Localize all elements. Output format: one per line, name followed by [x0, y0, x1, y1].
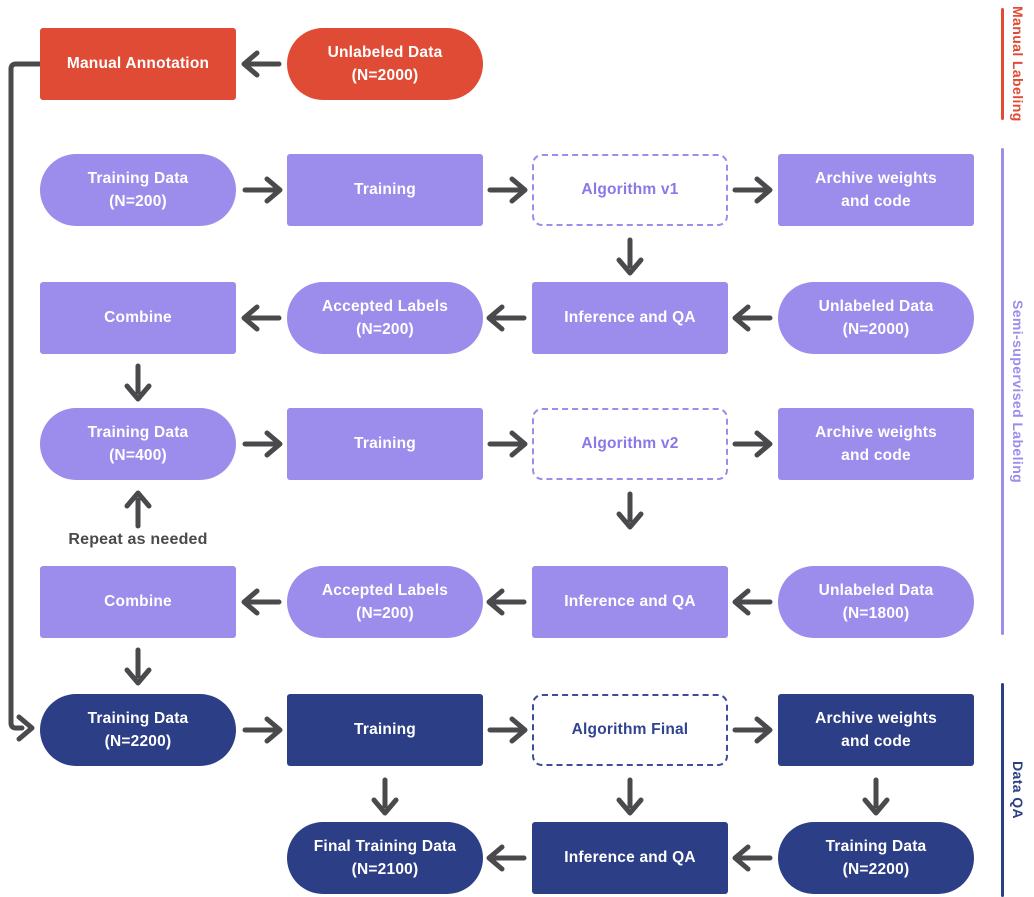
- section-label-semi-supervised: Semi-supervised Labeling: [1010, 299, 1026, 484]
- arrow-left-accepted-to-combine-icon: [241, 304, 282, 332]
- node-unlabeled-data-2000-manual: Unlabeled Data (N=2000): [287, 28, 483, 100]
- node-algorithm-v1: Algorithm v1: [532, 154, 728, 226]
- arrow-down-training-to-finaltraining-icon: [371, 777, 399, 816]
- arrow-down-combine-to-training400-icon: [124, 363, 152, 402]
- node-combine-2: Combine: [40, 566, 236, 638]
- node-manual-annotation: Manual Annotation: [40, 28, 236, 100]
- arrow-down-combine-to-training2200-icon: [124, 647, 152, 686]
- section-label-data-qa: Data QA: [1010, 760, 1026, 820]
- node-inference-qa-1: Inference and QA: [532, 282, 728, 354]
- section-label-manual-labeling: Manual Labeling: [1010, 6, 1026, 122]
- arrow-up-repeat-to-training400-icon: [124, 490, 152, 529]
- node-unlabeled-data-2000-semi: Unlabeled Data (N=2000): [778, 282, 974, 354]
- arrow-right-algofinal-to-archive-icon: [732, 716, 773, 744]
- node-inference-qa-2: Inference and QA: [532, 566, 728, 638]
- node-archive-weights-v1: Archive weights and code: [778, 154, 974, 226]
- arrow-left-unlabeled2000-to-inference-icon: [732, 304, 773, 332]
- node-training-data-400: Training Data (N=400): [40, 408, 236, 480]
- node-inference-qa-final: Inference and QA: [532, 822, 728, 894]
- arrow-right-training-to-algov1-icon: [487, 176, 528, 204]
- section-line-semi: [1001, 148, 1004, 635]
- node-combine-1: Combine: [40, 282, 236, 354]
- arrow-right-training200-to-training-icon: [242, 176, 283, 204]
- arrow-right-algov2-to-archive-icon: [732, 430, 773, 458]
- arrow-right-algov1-to-archive-icon: [732, 176, 773, 204]
- node-training-v1: Training: [287, 154, 483, 226]
- arrow-right-training-to-algofinal-icon: [487, 716, 528, 744]
- node-training-data-2200-qa: Training Data (N=2200): [778, 822, 974, 894]
- arrow-loop-manual-to-training2200-icon: [8, 61, 43, 742]
- node-accepted-labels-200-2: Accepted Labels (N=200): [287, 566, 483, 638]
- arrow-left-inference-to-accepted2-icon: [486, 588, 527, 616]
- arrow-left-inference-to-finaltraining-icon: [486, 844, 527, 872]
- section-data-qa: Data QA: [999, 683, 1034, 897]
- arrow-down-algov1-to-inference-icon: [616, 237, 644, 276]
- node-training-data-2200: Training Data (N=2200): [40, 694, 236, 766]
- node-unlabeled-data-1800: Unlabeled Data (N=1800): [778, 566, 974, 638]
- arrow-left-unlabeled1800-to-inference-icon: [732, 588, 773, 616]
- arrow-right-training-to-algov2-icon: [487, 430, 528, 458]
- node-final-training-data-2100: Final Training Data (N=2100): [287, 822, 483, 894]
- arrow-right-training2200-to-training-icon: [242, 716, 283, 744]
- section-line-qa: [1001, 683, 1004, 897]
- node-archive-weights-v2: Archive weights and code: [778, 408, 974, 480]
- arrow-down-archive-to-training2200-icon: [862, 777, 890, 816]
- node-training-final: Training: [287, 694, 483, 766]
- node-algorithm-final: Algorithm Final: [532, 694, 728, 766]
- node-training-data-200: Training Data (N=200): [40, 154, 236, 226]
- section-manual-labeling: Manual Labeling: [999, 6, 1034, 122]
- arrow-down-algofinal-to-inference-icon: [616, 777, 644, 816]
- arrow-left-accepted-to-combine2-icon: [241, 588, 282, 616]
- arrow-left-unlabeled-to-manual-icon: [241, 50, 282, 78]
- node-accepted-labels-200-1: Accepted Labels (N=200): [287, 282, 483, 354]
- arrow-down-algov2-to-inference-icon: [616, 491, 644, 530]
- section-semi-supervised-labeling: Semi-supervised Labeling: [999, 148, 1034, 635]
- node-training-v2: Training: [287, 408, 483, 480]
- arrow-right-training400-to-training-icon: [242, 430, 283, 458]
- arrow-left-training2200-to-inference-icon: [732, 844, 773, 872]
- section-line-manual: [1001, 8, 1004, 120]
- arrow-left-inference-to-accepted-icon: [486, 304, 527, 332]
- node-algorithm-v2: Algorithm v2: [532, 408, 728, 480]
- repeat-as-needed-note: Repeat as needed: [68, 531, 208, 548]
- node-archive-weights-final: Archive weights and code: [778, 694, 974, 766]
